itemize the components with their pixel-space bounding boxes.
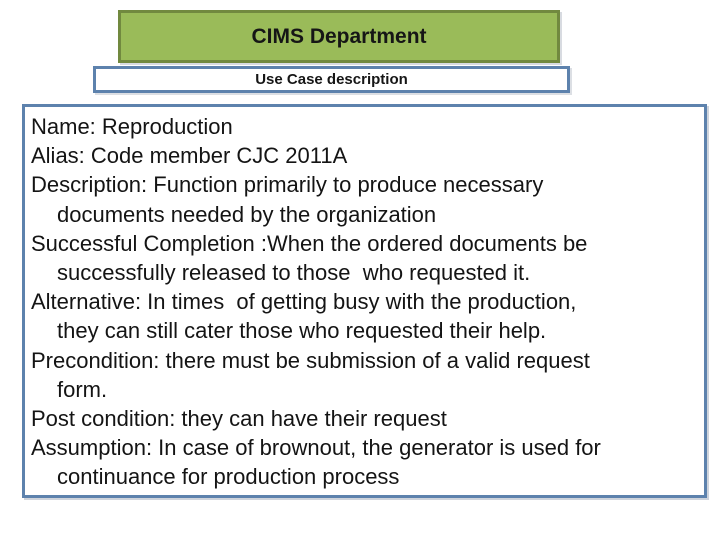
text-line: Name: Reproduction [31,114,233,139]
text-line: continuance for production process [57,464,400,490]
text-line: successfully released to those who reque… [57,260,531,286]
text-line: Precondition: there must be submission o… [31,347,590,373]
text-line: Successful Completion :When the ordered … [31,230,588,256]
use-case-subheader-label: Use Case description [255,71,408,88]
text-line: Post condition: they can have their requ… [31,406,447,432]
text-line: Description: Function primarily to produ… [31,172,544,198]
text-line: they can still cater those who requested… [57,318,547,344]
department-header-box: CIMS Department [118,10,560,63]
text-line: documents needed by the organization [57,201,437,227]
use-case-subheader-box: Use Case description [93,66,570,93]
text-line: Alternative: In times of getting busy wi… [31,289,577,315]
text-line: form. [57,376,108,402]
text-line: Assumption: In case of brownout, the gen… [31,435,601,461]
department-header-title: CIMS Department [251,24,427,48]
text-line: Alias: Code member CJC 2011A [31,143,348,169]
